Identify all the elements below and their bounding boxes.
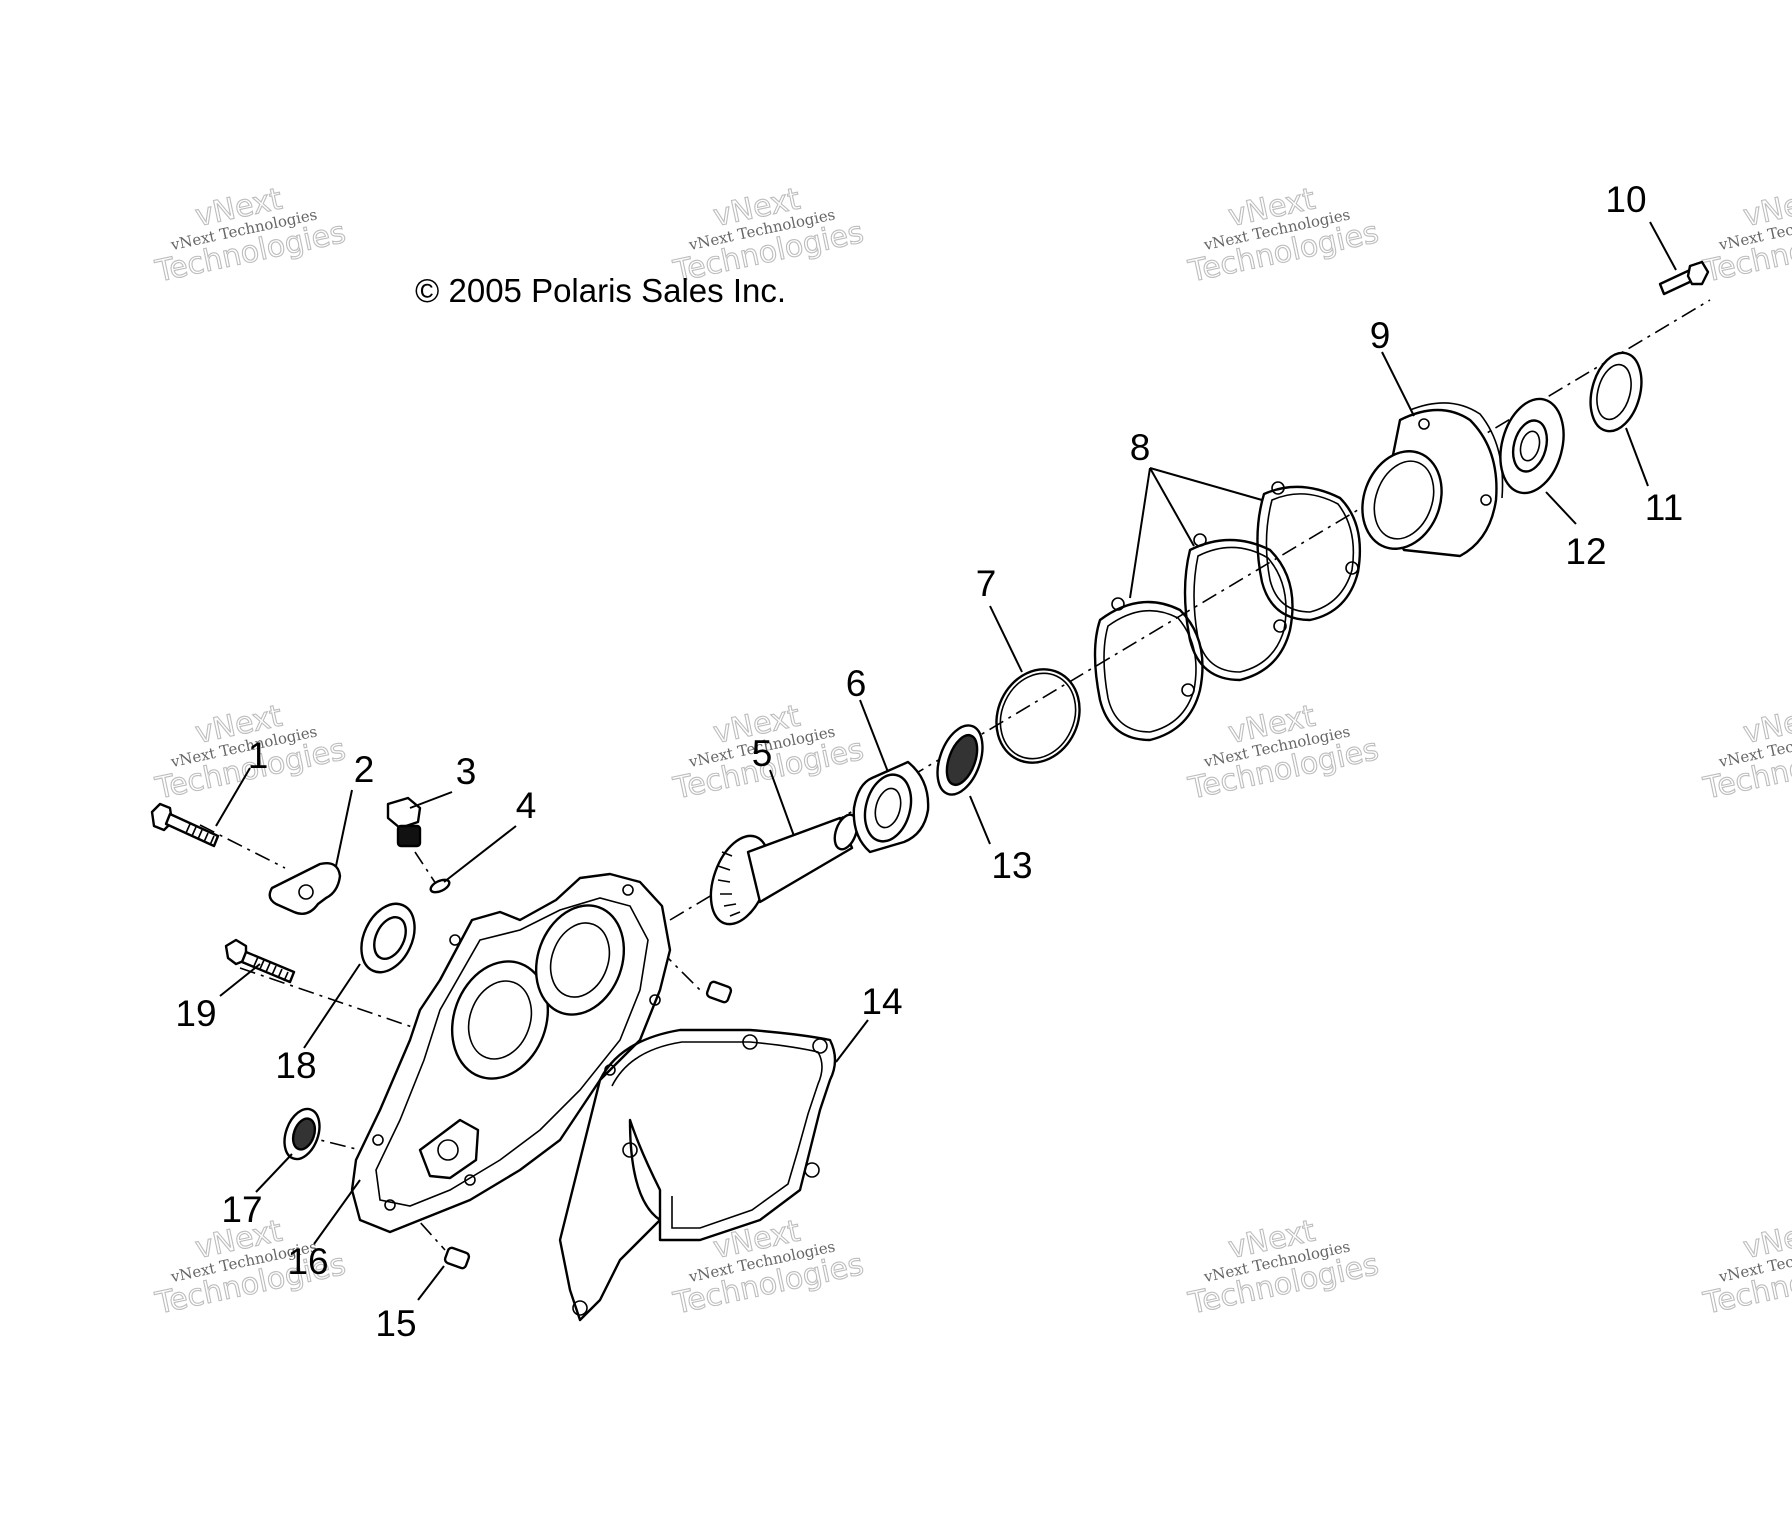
callout-labels: 1 2 3 4 5 6 7 8 9 10 11 12 13 14 15 16 1… — [175, 179, 1683, 1344]
callout-19: 19 — [175, 993, 216, 1034]
part-3-plug — [386, 796, 422, 848]
part-10-bolt — [1658, 260, 1710, 296]
watermark: vNext Technologies vNext Technologies — [1184, 698, 1382, 807]
callout-6: 6 — [846, 663, 867, 704]
part-19-bolt — [224, 938, 296, 984]
callout-5: 5 — [752, 733, 773, 774]
callout-4: 4 — [516, 785, 537, 826]
callout-10: 10 — [1605, 179, 1646, 220]
callout-18: 18 — [275, 1045, 316, 1086]
part-14-gasket — [558, 1028, 837, 1322]
part-16-housing — [350, 872, 672, 1234]
callout-2: 2 — [354, 749, 375, 790]
callout-1: 1 — [248, 735, 269, 776]
watermark: vNext Technologies vNext Technologies — [151, 181, 349, 290]
part-5-bevel-gear — [709, 813, 859, 926]
part-15-dowel-pin — [443, 1246, 471, 1270]
part-1-bolt — [150, 802, 220, 848]
part-18-seal — [360, 902, 416, 974]
watermark: vNext Technologies vNext Technologies — [1184, 181, 1382, 290]
part-6-bearing — [852, 760, 930, 854]
callout-15: 15 — [375, 1303, 416, 1344]
leader-lines — [215, 221, 1677, 1301]
watermark: vNext Technologies vNext Technologies — [1699, 698, 1792, 807]
watermark: vNext Technologies vNext Technologies — [151, 698, 349, 807]
watermark: vNext Technologies vNext Technologies — [1699, 1213, 1792, 1322]
part-7-o-ring — [995, 668, 1081, 764]
callout-11: 11 — [1645, 487, 1683, 528]
callout-9: 9 — [1370, 315, 1391, 356]
part-9-output-housing — [1361, 402, 1504, 558]
callout-16: 16 — [287, 1241, 328, 1282]
part-12-bearing — [1499, 397, 1565, 495]
callout-3: 3 — [456, 751, 477, 792]
part-4-washer — [429, 878, 451, 894]
dowel-pin-upper — [705, 980, 733, 1004]
callout-14: 14 — [861, 981, 902, 1022]
part-8-gaskets — [1093, 481, 1362, 742]
watermark: vNext Technologies vNext Technologies — [669, 1213, 867, 1322]
callout-7: 7 — [976, 563, 997, 604]
copyright-notice: © 2005 Polaris Sales Inc. — [415, 272, 786, 309]
part-2-bracket — [268, 862, 342, 915]
part-11-ring-nut — [1589, 351, 1643, 433]
callout-8: 8 — [1130, 427, 1151, 468]
part-17-seal — [283, 1107, 321, 1161]
part-13-seal — [936, 724, 984, 796]
callout-12: 12 — [1565, 531, 1606, 572]
callout-13: 13 — [991, 845, 1032, 886]
callout-17: 17 — [221, 1189, 262, 1230]
watermark: vNext Technologies vNext Technologies — [1184, 1213, 1382, 1322]
